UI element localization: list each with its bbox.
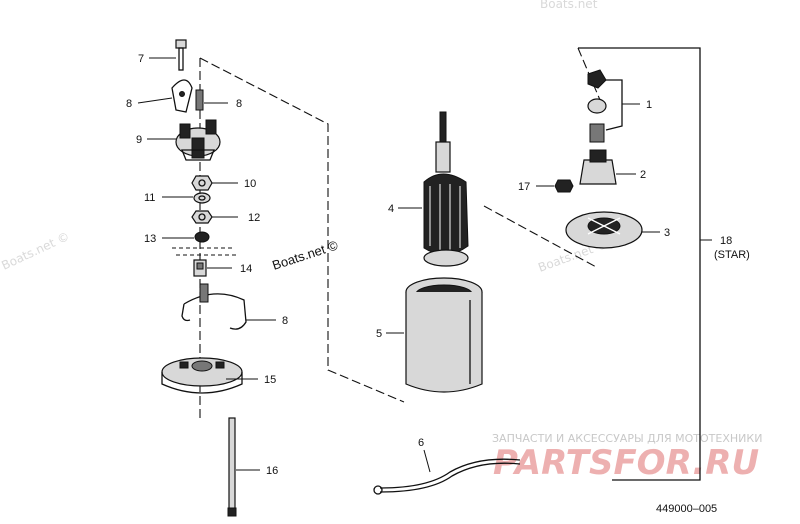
- watermark-boats-top: Boats.net: [540, 0, 598, 11]
- label-1: 1: [646, 99, 652, 111]
- label-13: 13: [144, 233, 156, 245]
- label-11: 11: [144, 192, 155, 204]
- label-17: 17: [518, 181, 530, 193]
- label-2: 2: [640, 169, 646, 181]
- diagram-code: 449000–005: [656, 503, 717, 515]
- label-6: 6: [418, 437, 424, 449]
- label-15: 15: [264, 374, 276, 386]
- watermark-boats-center: Boats.net ©: [270, 237, 340, 272]
- label-7: 7: [138, 53, 144, 65]
- part-10-nut: [191, 175, 238, 191]
- label-10: 10: [244, 178, 256, 190]
- label-5: 5: [376, 328, 382, 340]
- part-6-lead-wire: [373, 449, 521, 495]
- label-14: 14: [240, 263, 252, 275]
- assembly-dashline-right: [483, 205, 599, 269]
- label-4: 4: [388, 203, 394, 215]
- watermark-parts-logo: PARTSFOR.RU: [493, 443, 759, 483]
- part-17-nut: [536, 179, 574, 193]
- part-16-through-bolt: [227, 417, 260, 517]
- part-7-screw: [149, 39, 187, 71]
- label-12: 12: [248, 212, 260, 224]
- label-8c: 8: [282, 315, 288, 327]
- label-8a: 8: [126, 98, 132, 110]
- part-9-brush-plate: [147, 119, 221, 161]
- label-9: 9: [136, 134, 142, 146]
- label-8b: 8: [236, 98, 242, 110]
- label-18: 18: [720, 235, 732, 247]
- label-16: 16: [266, 465, 278, 477]
- star-assembly-bracket: [578, 47, 701, 481]
- part-11-washer: [162, 192, 211, 204]
- part-14-terminal: [193, 259, 232, 277]
- part-15-end-cap: [161, 357, 258, 394]
- part-2-drive-pinion: [579, 149, 636, 185]
- part-8-brush-clip: [181, 283, 276, 330]
- part-4-armature: [398, 111, 469, 267]
- label-18-star: (STAR): [714, 249, 750, 261]
- part-8-brush-spring: [137, 79, 228, 113]
- part-1-drive-stack: [587, 69, 640, 143]
- assembly-dashline-left: [199, 57, 405, 403]
- watermark-parts-caption: ЗАПЧАСТИ И АКСЕССУАРЫ ДЛЯ МОТОТЕХНИКИ: [492, 432, 762, 445]
- watermark-boats-left: Boats.net ©: [0, 229, 72, 273]
- part-13-washer: [162, 231, 210, 243]
- part-12-nut: [191, 210, 238, 224]
- label-3: 3: [664, 227, 670, 239]
- part-3-end-frame: [565, 211, 660, 249]
- part-5-field-frame: [386, 277, 483, 393]
